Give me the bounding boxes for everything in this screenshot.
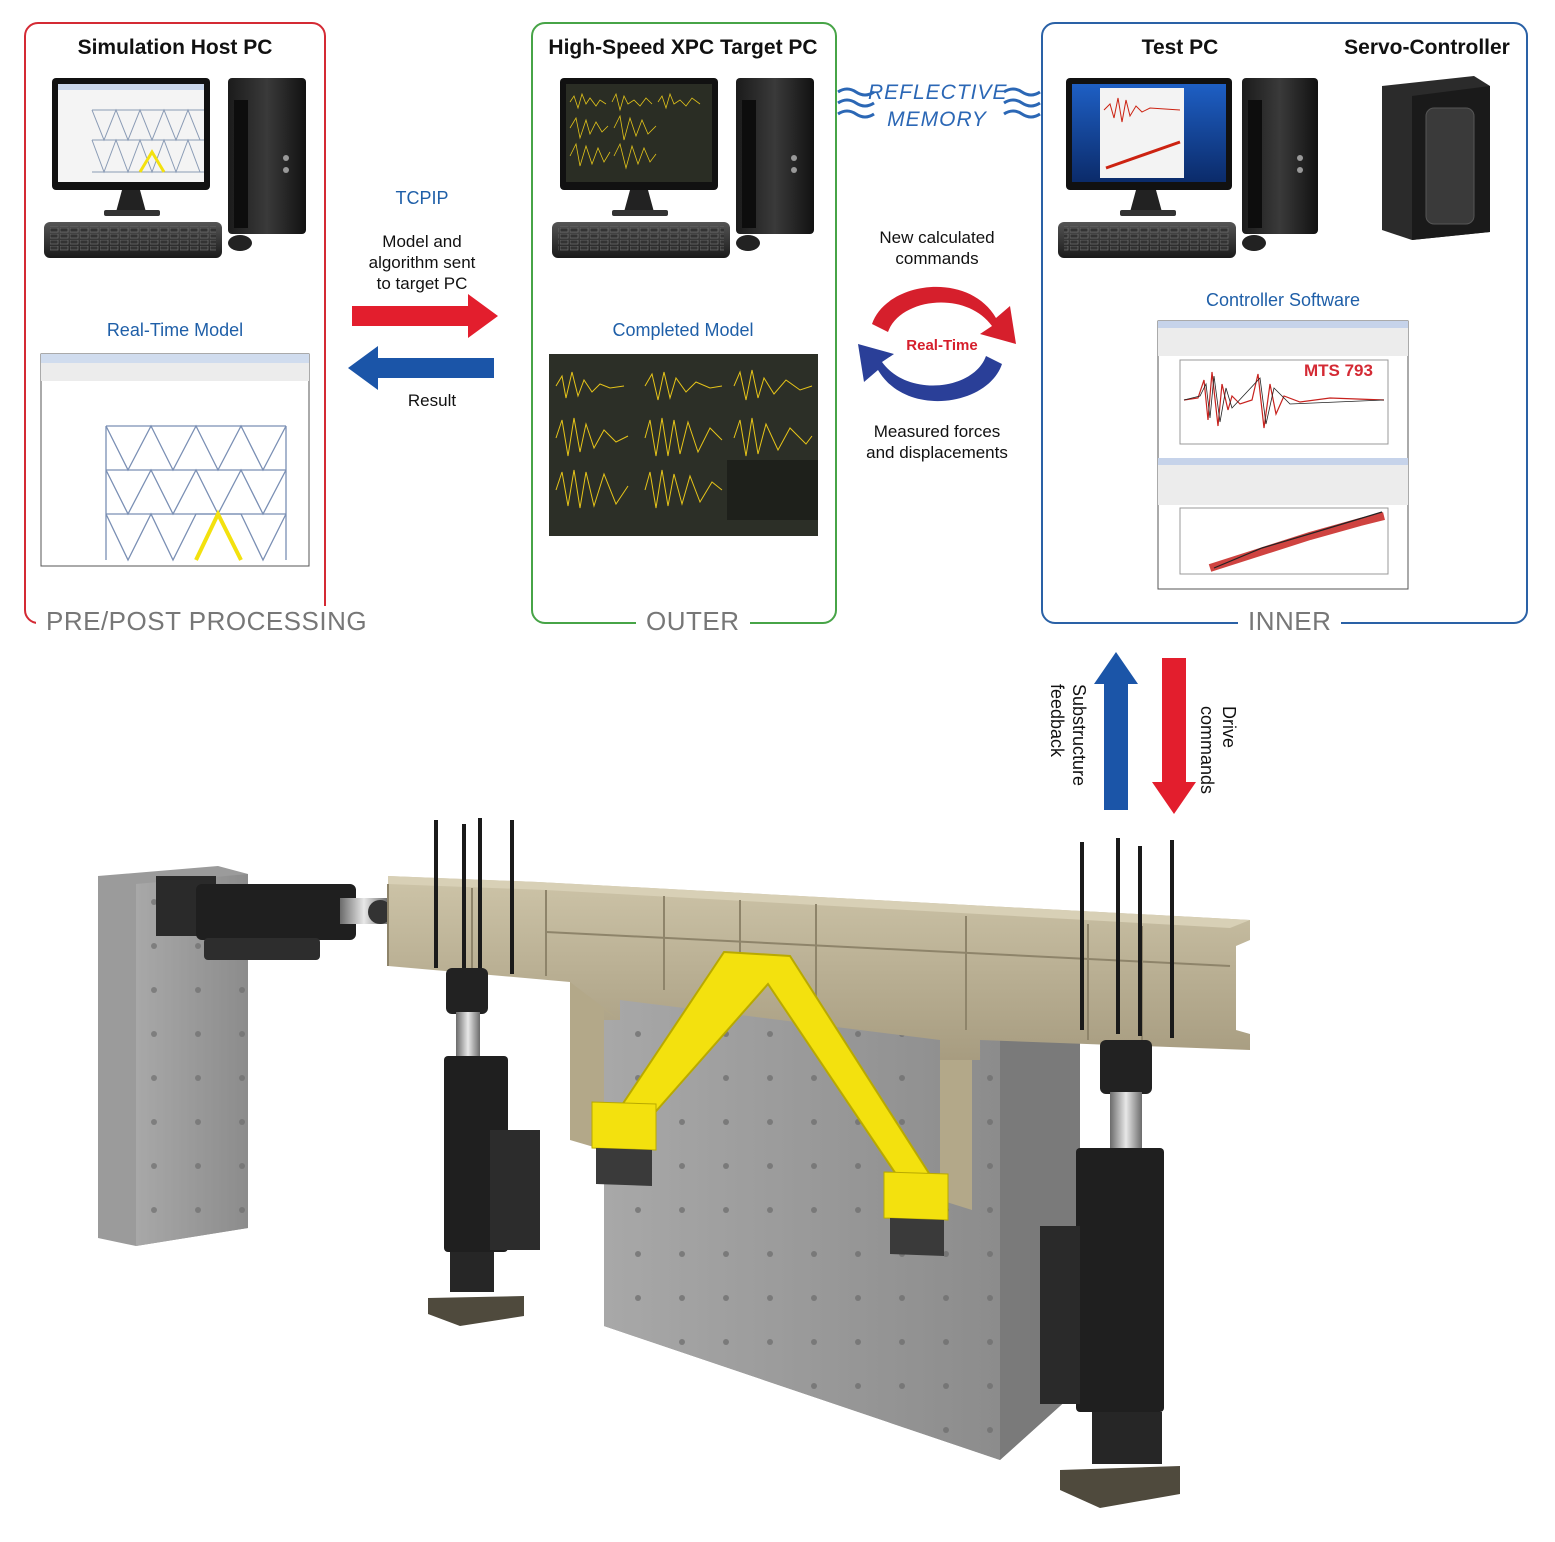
test-rig-graphics (98, 652, 1250, 1508)
model-sent-line-3: to target PC (376, 274, 468, 293)
measured-line-1: Measured forces (873, 422, 1001, 441)
measured-line-2: and displacements (866, 443, 1008, 462)
drive-commands-arrow (1152, 658, 1196, 814)
target-computer (552, 78, 814, 258)
drive-line-1: Drive (1219, 706, 1239, 749)
servo-controller-box (1382, 76, 1490, 240)
result-text: Result (407, 391, 457, 410)
model-sent-arrow (352, 294, 498, 338)
completed-model-window (549, 354, 818, 536)
substructure-feedback-text: Substructure feedback (1046, 684, 1090, 786)
inner-caption: INNER (1238, 606, 1342, 637)
yellow-brace (591, 950, 949, 1256)
servo-controller-title: Servo-Controller (1344, 36, 1510, 59)
drive-line-2: commands (1197, 706, 1217, 795)
computers-graphics: MTS 793 (40, 76, 1490, 590)
completed-model-label: Completed Model (612, 320, 754, 340)
substructure-line-1: Substructure (1069, 684, 1089, 787)
reflective-waves-right (1003, 87, 1041, 119)
host-computer (44, 78, 306, 258)
test-computer (1058, 78, 1318, 258)
target-caption: OUTER (636, 606, 750, 637)
new-commands-line-2: commands (895, 249, 979, 268)
horizontal-actuator (196, 884, 392, 960)
model-sent-line-1: Model and (382, 232, 462, 251)
measured-text: Measured forces and displacements (852, 421, 1022, 463)
new-commands-line-1: New calculated (879, 228, 995, 247)
reflective-line-1: REFLECTIVE (868, 81, 1008, 104)
result-arrow (348, 346, 494, 390)
tcpip-label: TCPIP (395, 188, 449, 208)
controller-software-window (1157, 320, 1409, 590)
drive-commands-text: Drive commands (1196, 706, 1240, 794)
real-time-cycle-blue-arrow (858, 344, 1002, 402)
reflective-memory-label: REFLECTIVE MEMORY (868, 79, 1008, 133)
reflective-line-2: MEMORY (887, 108, 987, 131)
real-time-model-window (40, 353, 310, 567)
substructure-line-2: feedback (1047, 684, 1067, 758)
new-commands-text: New calculated commands (852, 227, 1022, 269)
model-sent-text: Model and algorithm sent to target PC (352, 231, 492, 294)
loading-beam (387, 818, 1250, 1210)
host-caption: PRE/POST PROCESSING (36, 606, 378, 637)
right-vertical-actuator (1040, 1040, 1180, 1508)
mts-793-label: MTS 793 (1304, 361, 1373, 380)
model-sent-line-2: algorithm sent (368, 253, 476, 272)
substructure-feedback-arrow (1094, 652, 1138, 810)
controller-software-label: Controller Software (1205, 290, 1361, 310)
host-title: Simulation Host PC (77, 36, 273, 59)
real-time-cycle-red-arrow (872, 286, 1016, 344)
left-vertical-actuator (428, 968, 540, 1326)
real-time-label: Real-Time (906, 337, 978, 354)
reflective-waves-left (837, 87, 875, 119)
target-title: High-Speed XPC Target PC (548, 36, 818, 59)
test-pc-title: Test PC (1141, 36, 1219, 59)
real-time-model-label: Real-Time Model (106, 320, 244, 340)
